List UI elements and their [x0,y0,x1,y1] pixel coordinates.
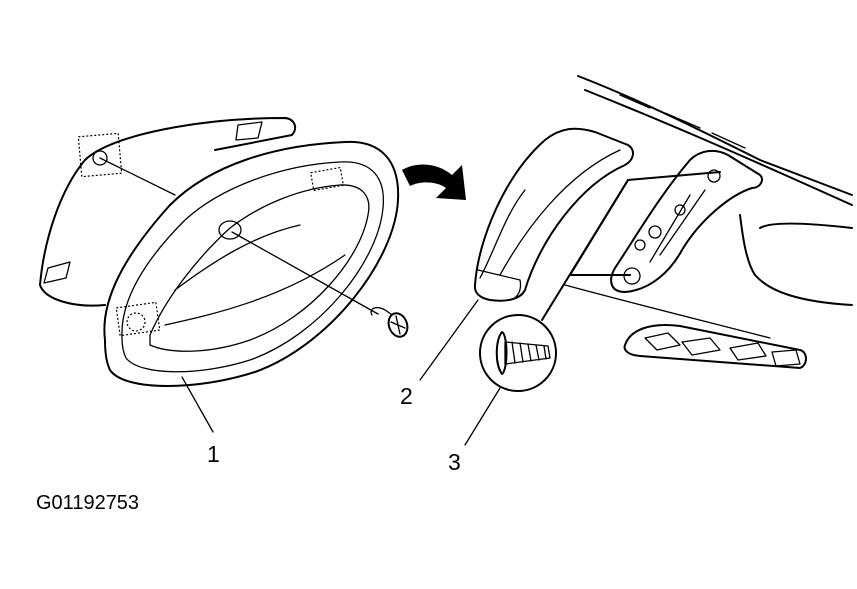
clip-fastener [370,306,409,338]
detail-leader-lines [541,171,721,321]
switch-panel [623,324,807,369]
callout-3: 3 [448,387,501,475]
headliner-frame [564,75,853,339]
callout-1: 1 [181,376,220,467]
callout-3-label: 3 [448,449,461,475]
callout-2: 2 [400,299,479,409]
screw-detail-circle [479,314,557,392]
assist-grip-left [103,140,400,387]
figure-code: G01192753 [36,492,140,514]
mounting-bracket [610,149,763,293]
assist-grip-right [473,127,634,302]
callout-1-label: 1 [207,441,220,467]
direction-arrow [402,164,466,200]
callout-2-label: 2 [400,383,413,409]
